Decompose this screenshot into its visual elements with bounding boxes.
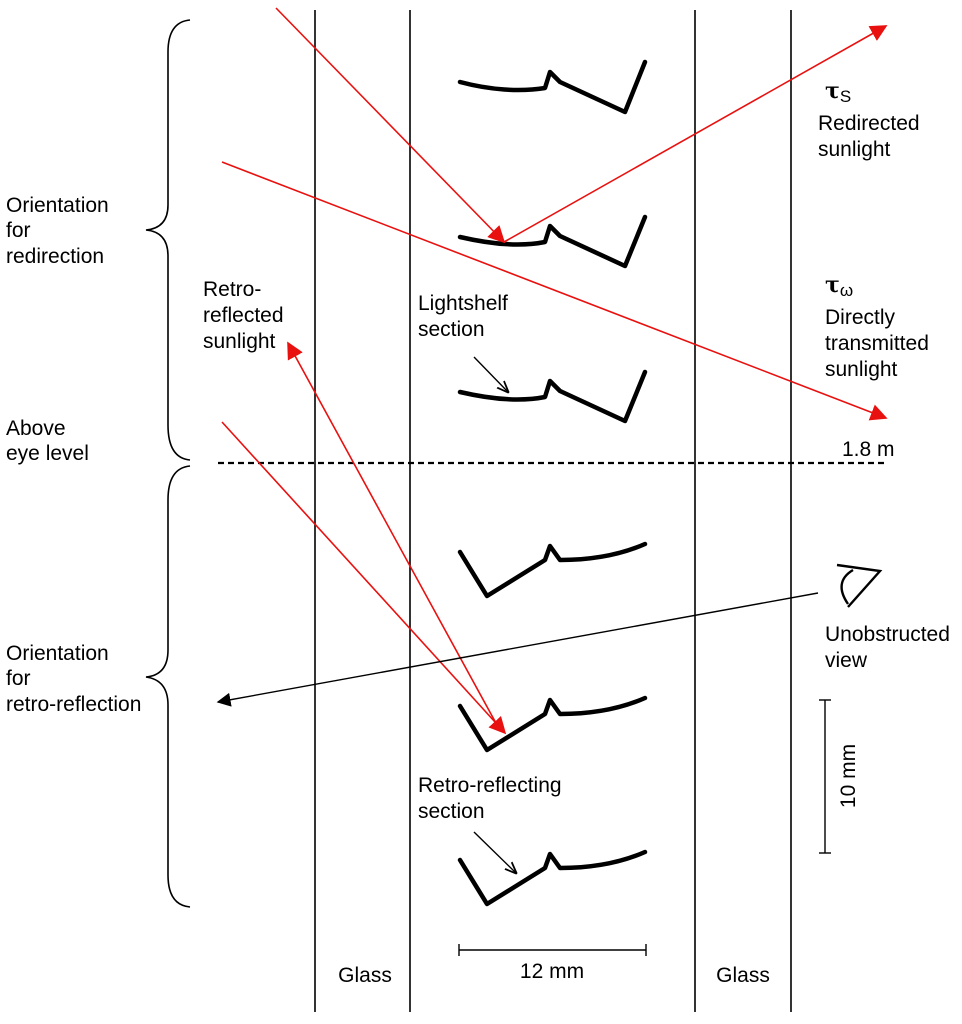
label-scale-12mm: 12 mm [520,960,584,983]
directly-transmitted-ray [221,161,888,421]
lightshelf-pointer-arrow [473,356,508,392]
horizontal-scale-bar [458,944,647,956]
lightshelf-profile-1 [457,59,648,115]
incoming-sunlight-ray [275,7,506,244]
retro-profile-1 [457,541,648,599]
label-orientation-redirection: Orientation for redirection [6,194,115,268]
label-glass-right: Glass [716,964,770,987]
eye-icon [836,563,883,608]
incoming-retro-ray [221,421,507,735]
brace-retro-reflection [145,465,191,908]
retro-profile-2 [457,695,648,753]
retro-profile-3 [457,849,648,907]
label-redirected-sunlight: Redirected sunlight [818,112,925,161]
label-height: 1.8 m [842,438,895,461]
label-above-eye-level: Above eye level [6,417,89,465]
brace-redirection [145,19,191,461]
label-lightshelf-section: Lightshelf section [418,292,514,341]
label-orientation-retro: Orientation for retro-reflection [6,642,141,716]
retro-reflected-ray [287,341,498,726]
label-tau-w: τω [825,272,853,300]
label-scale-10mm: 10 mm [837,744,860,808]
label-retro-reflecting-section: Retro-reflecting section [418,774,567,823]
label-glass-left: Glass [338,964,392,987]
retro-section-pointer-arrow [473,831,516,873]
vertical-scale-bar [819,699,831,854]
view-ray [216,592,819,707]
lightshelf-profile-2 [457,214,648,269]
redirected-sunlight-ray [503,25,888,243]
label-unobstructed-view: Unobstructed view [825,623,956,672]
label-tau-s: τS [825,78,851,106]
lightshelf-profile-3 [457,369,648,424]
label-retro-reflected-sunlight: Retro- reflected sunlight [203,278,289,353]
label-directly-transmitted-sunlight: Directly transmitted sunlight [825,306,935,381]
